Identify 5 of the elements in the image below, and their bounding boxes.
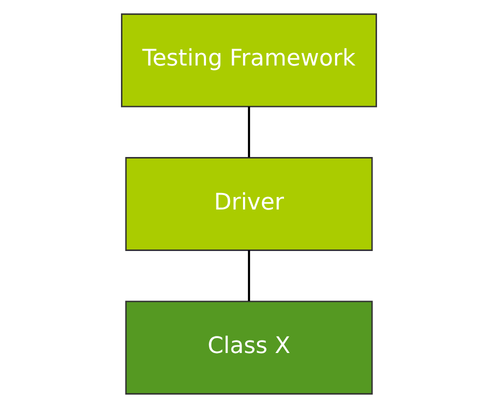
connector [248, 250, 250, 301]
node-box: Testing Framework [120, 13, 378, 108]
node-box: Driver [125, 157, 373, 251]
node-box: Class X [125, 300, 373, 395]
connector [248, 106, 250, 158]
